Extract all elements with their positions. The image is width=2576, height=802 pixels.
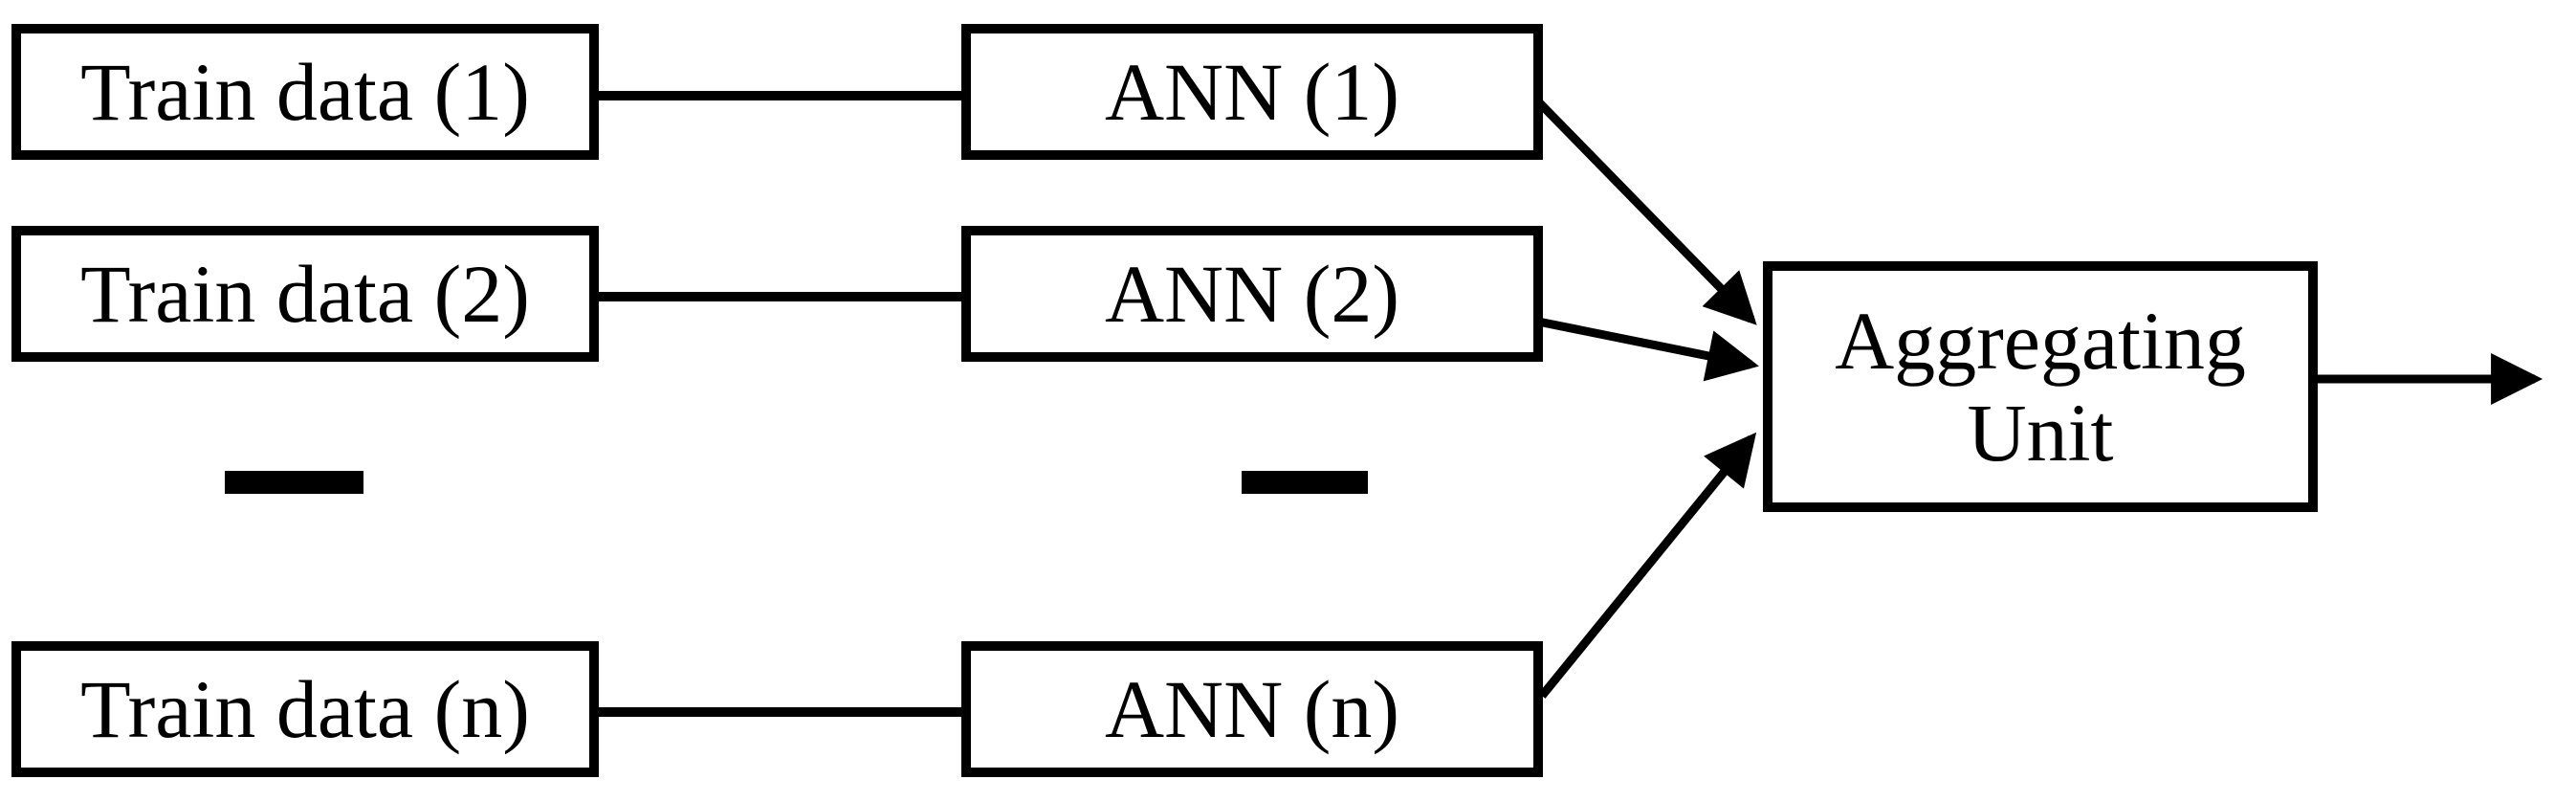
edge-ann2-to-aggregating — [1537, 317, 1759, 382]
node-ann-1-label: ANN (1) — [1104, 45, 1400, 138]
edge-ann1-to-aggregating — [1534, 98, 1757, 325]
node-ann-n-label: ANN (n) — [1104, 662, 1400, 755]
node-train-data-2-label: Train data (2) — [80, 247, 530, 340]
node-ann-1: ANN (1) — [961, 24, 1543, 160]
ellipsis-dash-train-column — [225, 471, 363, 494]
node-train-data-1: Train data (1) — [11, 24, 599, 160]
edge-annN-to-aggregating — [1538, 432, 1757, 699]
node-ann-2-label: ANN (2) — [1104, 247, 1400, 340]
node-train-data-n-label: Train data (n) — [80, 662, 530, 755]
node-ann-n: ANN (n) — [961, 641, 1543, 777]
node-train-data-1-label: Train data (1) — [80, 45, 530, 138]
node-train-data-n: Train data (n) — [11, 641, 599, 777]
node-aggregating-unit-label: Aggregating Unit — [1835, 294, 2246, 479]
node-ann-2: ANN (2) — [961, 226, 1543, 362]
node-train-data-2: Train data (2) — [11, 226, 599, 362]
ellipsis-dash-ann-column — [1242, 471, 1368, 494]
node-aggregating-unit: Aggregating Unit — [1763, 261, 2318, 512]
